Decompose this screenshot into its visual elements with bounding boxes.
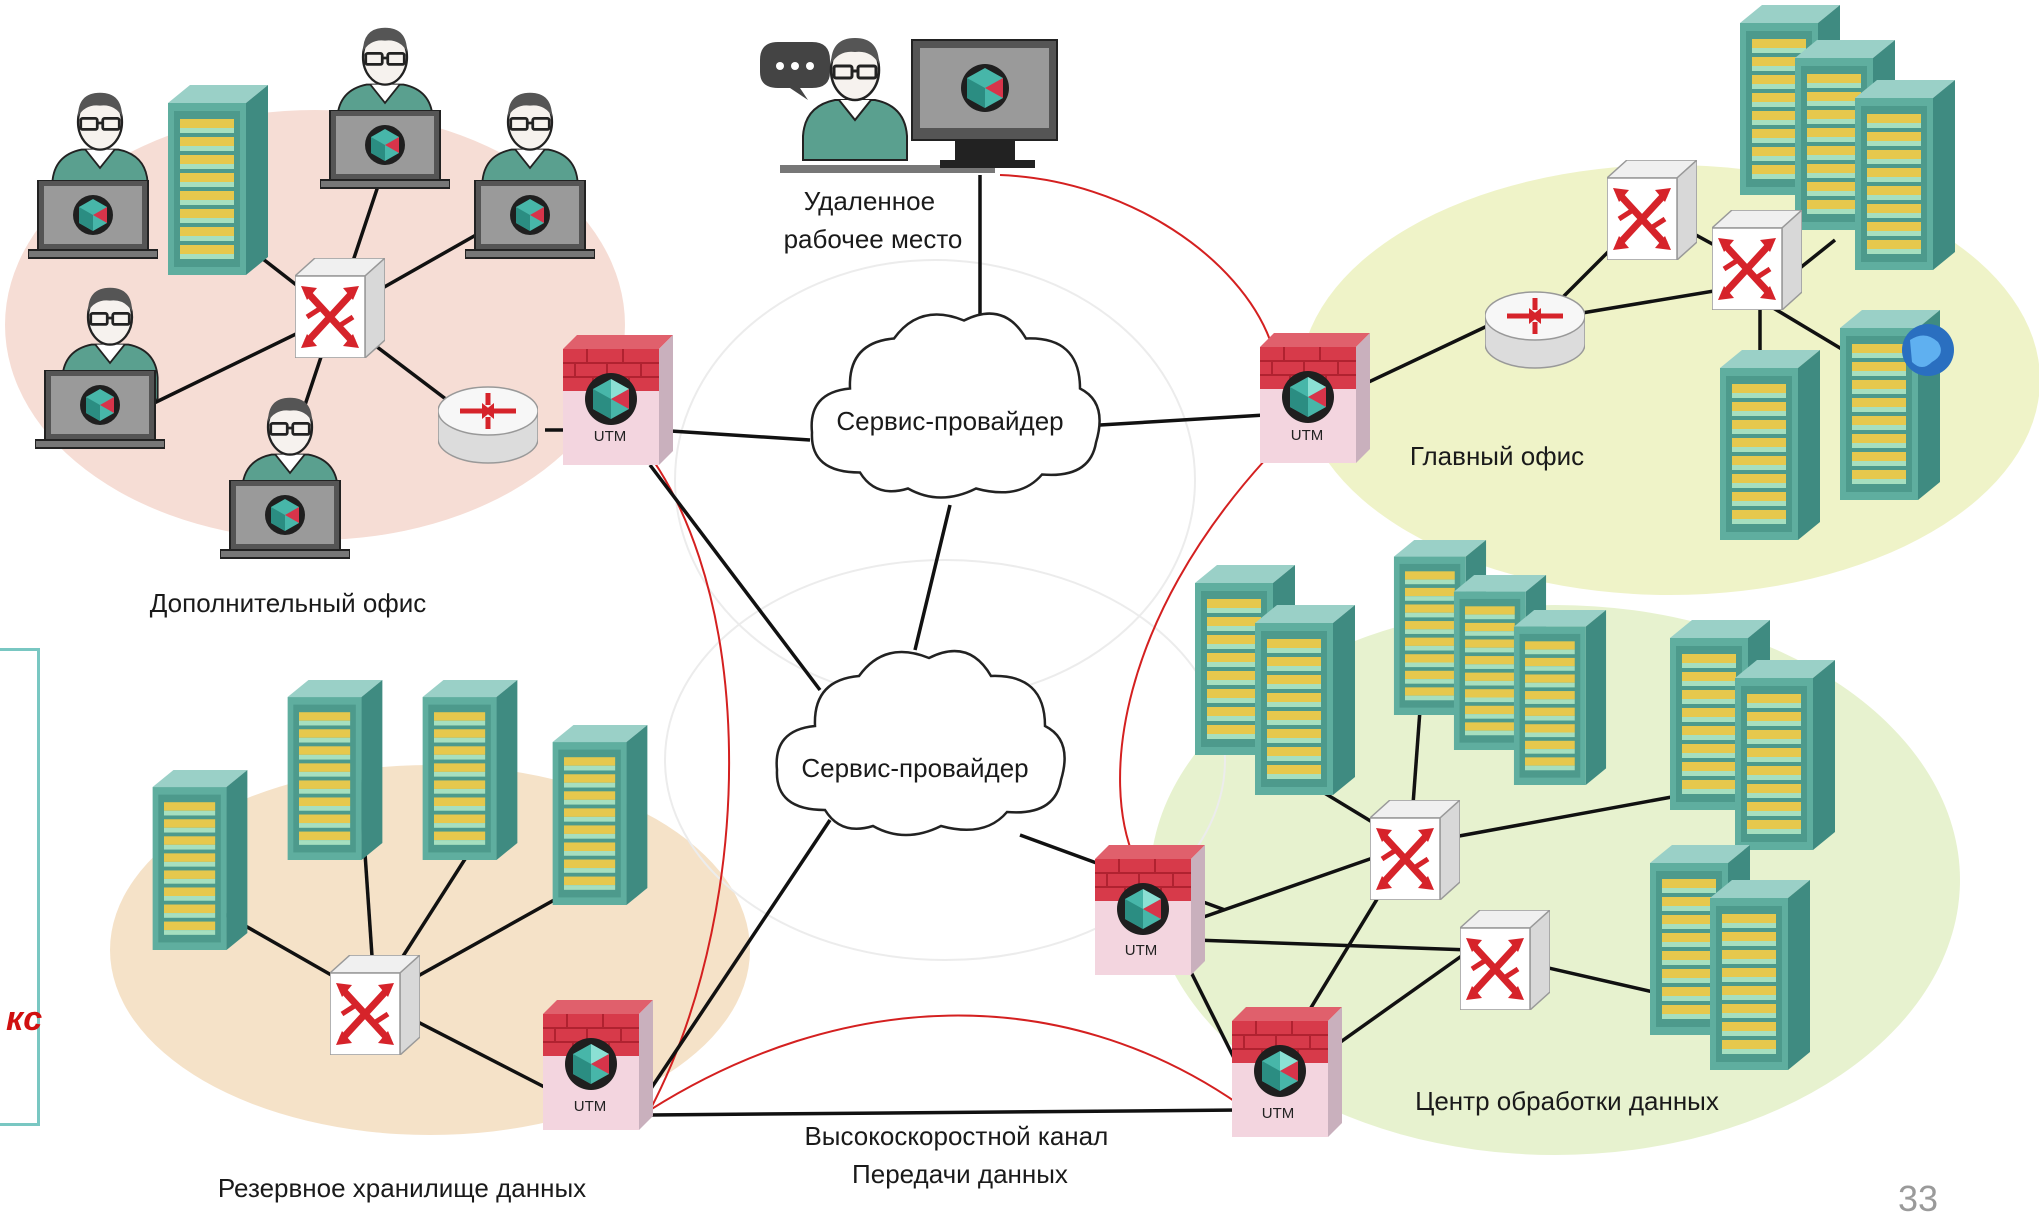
switch-icon	[330, 955, 420, 1055]
utm-label: UTM	[1125, 942, 1158, 959]
branch-office-label: Дополнительный офис	[150, 588, 426, 618]
monitor-icon	[911, 39, 1058, 168]
server-icon	[552, 725, 648, 905]
high-speed-channel-line2: Передачи данных	[852, 1159, 1068, 1189]
utm-label: UTM	[1262, 1105, 1295, 1122]
laptop-icon	[28, 180, 158, 259]
router-icon	[438, 387, 538, 463]
cloud-bottom-icon	[775, 649, 1067, 837]
server-icon	[287, 680, 383, 860]
router-icon	[1485, 292, 1585, 368]
utm-label: UTM	[1291, 427, 1324, 444]
firewall-icon	[563, 335, 673, 465]
remote-workplace-label-line2: рабочее место	[784, 224, 963, 254]
remote-workplace-label-line1: Удаленное	[804, 186, 935, 216]
switch-icon	[1712, 210, 1802, 310]
data-center-label: Центр обработки данных	[1415, 1086, 1719, 1116]
server-icon	[1720, 350, 1820, 540]
switch-icon	[1370, 800, 1460, 900]
utm-label: UTM	[594, 428, 627, 445]
utm-label: UTM	[574, 1098, 607, 1115]
cloud-top-label: Сервис-провайдер	[836, 406, 1063, 436]
page-number: 33	[1898, 1178, 1939, 1219]
remote-workplace-label: Удаленное рабочее место	[784, 186, 963, 254]
cloud-bottom-label: Сервис-провайдер	[801, 753, 1028, 783]
server-icon	[422, 680, 518, 860]
main-office-label: Главный офис	[1410, 441, 1584, 471]
server-icon	[1513, 610, 1607, 785]
server-icon	[1735, 660, 1835, 850]
side-note-box	[0, 648, 40, 1126]
globe-icon	[1902, 324, 1954, 376]
laptop-icon	[220, 480, 350, 559]
server-icon	[1710, 880, 1810, 1070]
switch-icon	[1607, 160, 1697, 260]
remote-workplace	[760, 36, 1058, 173]
switch-icon	[1460, 910, 1550, 1010]
side-note-text: кс	[6, 1000, 43, 1038]
backup-storage-label: Резервное хранилище данных	[218, 1173, 586, 1203]
high-speed-channel-label: Высокоскоростной канал Передачи данных	[804, 1121, 1115, 1189]
server-icon	[152, 770, 248, 950]
chat-bubble-icon	[760, 42, 830, 100]
laptop-icon	[320, 110, 450, 189]
switch-icon	[295, 258, 385, 358]
server-icon	[1255, 605, 1355, 795]
laptop-icon	[465, 180, 595, 259]
high-speed-channel-line1: Высокоскоростной канал	[804, 1121, 1108, 1151]
server-icon	[168, 85, 268, 275]
laptop-icon	[35, 370, 165, 449]
server-icon	[1855, 80, 1955, 270]
